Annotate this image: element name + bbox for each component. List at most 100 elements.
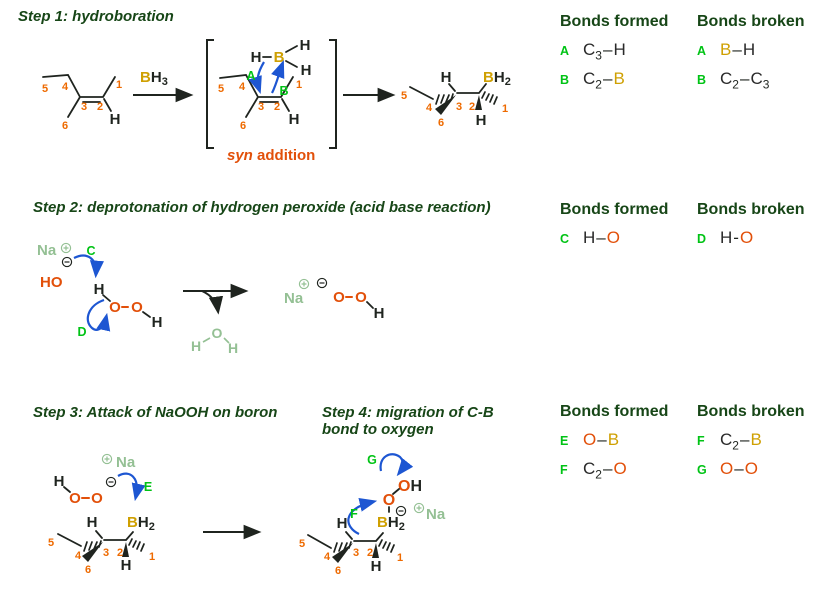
water-h-right: H bbox=[228, 340, 238, 356]
s3-num-2: 2 bbox=[117, 547, 123, 559]
ts-num-5: 5 bbox=[218, 83, 224, 95]
p1-num-2: 2 bbox=[469, 101, 475, 113]
s2-peroxide-h-top: H bbox=[94, 281, 105, 298]
s4-h-on-c2: H bbox=[371, 558, 382, 575]
step34-bonds-formed-table: Bonds formed E O–B F C2–O bbox=[560, 403, 695, 488]
bond-key: G bbox=[697, 463, 707, 477]
s2-peroxide-o1: O bbox=[109, 299, 121, 316]
arrow-label-b: B bbox=[279, 84, 288, 98]
step2-title: Step 2: deprotonation of hydrogen peroxi… bbox=[33, 199, 491, 216]
s3-num-6: 6 bbox=[85, 564, 91, 576]
p1-wedge-to-h bbox=[475, 95, 482, 110]
plus-charge-icon bbox=[101, 453, 113, 465]
bond-key: C bbox=[560, 232, 570, 246]
carbon-num-4: 4 bbox=[62, 81, 69, 93]
bond-row: C H–O bbox=[560, 228, 695, 250]
curved-arrow-g bbox=[379, 453, 414, 477]
s3-wedge-to-6 bbox=[82, 542, 103, 562]
bond-label: H-O bbox=[720, 228, 754, 247]
borane-bh-bonds bbox=[285, 45, 298, 68]
carbon-num-1: 1 bbox=[116, 79, 122, 91]
bond-label: C2–B bbox=[720, 430, 762, 453]
s4-core-bonds bbox=[345, 531, 384, 542]
s2p-o2: O bbox=[355, 289, 367, 306]
bond-key: A bbox=[560, 44, 570, 58]
bond-label: H–O bbox=[583, 228, 620, 247]
bond-key: B bbox=[697, 73, 707, 87]
p1-wedge-to-6 bbox=[435, 95, 456, 115]
s3-bh2-label: BH2 bbox=[127, 514, 155, 533]
s4-o-oh-bond bbox=[392, 488, 400, 495]
arrow-label-d: D bbox=[77, 325, 86, 339]
borane-b: B bbox=[274, 49, 285, 66]
carbon-num-6: 6 bbox=[62, 120, 68, 132]
borane-h-left: H bbox=[251, 49, 262, 66]
s4-num-5: 5 bbox=[299, 538, 305, 550]
step2-product-naooh: Na O O H bbox=[284, 277, 384, 322]
alkene-skeleton-bonds bbox=[42, 74, 116, 118]
water-h-left: H bbox=[191, 338, 201, 354]
step4-title: Step 4: migration of C-B bond to oxygen bbox=[322, 404, 494, 438]
bond-row: F C2–O bbox=[560, 459, 695, 481]
step2-reactants: Na HO C H O O H D bbox=[37, 242, 162, 339]
s3-wedge-to-h bbox=[122, 542, 129, 557]
s3-h-on-c2: H bbox=[121, 557, 132, 574]
p1-num-6: 6 bbox=[438, 117, 444, 129]
step1-bonds-formed-table: Bonds formed A C3–H B C2–B bbox=[560, 13, 695, 98]
s4-oh-label: OH bbox=[398, 478, 422, 495]
step3-structure: Na H O O E H BH2 H 5 4 3 2 1 6 bbox=[48, 453, 155, 576]
borane-h-top: H bbox=[300, 37, 311, 54]
p1-bh2-label: BH2 bbox=[483, 69, 511, 88]
s4-wedge-to-h bbox=[372, 543, 379, 558]
s4-num-6: 6 bbox=[335, 565, 341, 577]
bond-label: O–O bbox=[720, 459, 758, 478]
ts-num-4: 4 bbox=[239, 81, 246, 93]
bond-row: D H-O bbox=[697, 228, 832, 250]
bond-row: B C2–B bbox=[560, 69, 695, 91]
bond-label: C2–B bbox=[583, 69, 625, 92]
s2p-o1: O bbox=[333, 289, 345, 306]
step4-structure: G OH O Na F H BH2 H 5 4 3 2 1 6 bbox=[299, 453, 446, 577]
minus-charge-icon bbox=[105, 476, 117, 488]
step1-product-alkylborane: H BH2 H 5 4 3 2 1 6 bbox=[401, 69, 511, 129]
carbon-num-3: 3 bbox=[81, 101, 87, 113]
s4-num-4: 4 bbox=[324, 551, 331, 563]
bond-row: F C2–B bbox=[697, 430, 832, 452]
right-bracket bbox=[329, 39, 337, 149]
step3-title: Step 3: Attack of NaOOH on boron bbox=[33, 404, 278, 421]
bonds-broken-header: Bonds broken bbox=[697, 13, 805, 30]
minus-charge-icon bbox=[61, 256, 73, 268]
curved-arrow-e bbox=[117, 472, 146, 502]
curved-arrow-a bbox=[248, 61, 265, 95]
p1-hash-4-3 bbox=[435, 93, 454, 105]
s3-o2: O bbox=[91, 490, 103, 507]
p1-core-bonds bbox=[448, 83, 487, 94]
s2-peroxide-h-bottom: H bbox=[152, 314, 163, 331]
left-bracket bbox=[206, 39, 214, 149]
s2-hydroxide-label: HO bbox=[40, 274, 63, 291]
ts-num-6: 6 bbox=[240, 120, 246, 132]
curved-arrow-d bbox=[86, 298, 111, 332]
bond-label: C2–O bbox=[583, 459, 627, 482]
addition-word: addition bbox=[252, 147, 316, 164]
step4-title-line1: Step 4: migration of C-B bbox=[322, 404, 494, 421]
s4-o: O bbox=[383, 492, 395, 509]
s2p-na-label: Na bbox=[284, 290, 304, 307]
s2p-o-h-bond bbox=[366, 301, 374, 309]
s3-h-on-c3: H bbox=[87, 514, 98, 531]
ts-skeleton-bonds bbox=[219, 74, 294, 118]
s3-bond-5-4 bbox=[57, 533, 82, 547]
step1-bonds-broken-table: Bonds broken A B–H B C2–C3 bbox=[697, 13, 832, 98]
s3-na-label: Na bbox=[116, 454, 136, 471]
water-branch-arrow bbox=[201, 290, 224, 315]
bonds-broken-header: Bonds broken bbox=[697, 403, 805, 420]
arrow-label-g: G bbox=[367, 453, 377, 467]
s4-hash-2-1 bbox=[378, 539, 395, 553]
s3-num-5: 5 bbox=[48, 537, 54, 549]
s4-hash-4-3 bbox=[333, 541, 352, 553]
bond-label: C2–C3 bbox=[720, 69, 770, 92]
p1-hash-2-1 bbox=[481, 91, 498, 105]
bond-key: E bbox=[560, 434, 569, 448]
s3-h-o-bond bbox=[63, 486, 71, 493]
